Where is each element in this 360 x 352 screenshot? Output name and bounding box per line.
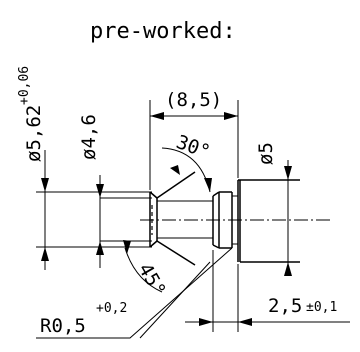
groove-width-label: 2,5 [268, 295, 302, 317]
dimension-angle-bottom: 45° [123, 240, 170, 300]
inner-diameter-label: ø4,6 [78, 114, 100, 160]
outer-diameter-tolerance: +0,06 [17, 66, 32, 105]
radius-label: R0,5 [40, 315, 86, 337]
part-outline [36, 171, 300, 266]
drawing-title: pre-worked: [90, 19, 236, 44]
groove-width-tolerance: ±0,1 [306, 300, 337, 315]
angle-bottom-label: 45° [134, 260, 170, 301]
dimension-right-diameter: ø5 [255, 142, 292, 276]
dimension-length: (8,5) [149, 89, 239, 190]
length-label: (8,5) [165, 89, 222, 111]
dimension-inner-diameter: ø4,6 [78, 114, 104, 268]
dimension-angle-top: 30° [161, 131, 213, 193]
dimension-groove-width: 2,5 ±0,1 [185, 250, 350, 332]
dimension-radius: R0,5 +0,2 [36, 247, 233, 339]
radius-tolerance: +0,2 [96, 301, 127, 316]
outer-diameter-label: ø5,62 [23, 105, 45, 162]
angle-top-label: 30° [173, 131, 213, 163]
dimension-outer-diameter: ø5,62 +0,06 [17, 66, 49, 270]
right-diameter-label: ø5 [255, 142, 277, 165]
